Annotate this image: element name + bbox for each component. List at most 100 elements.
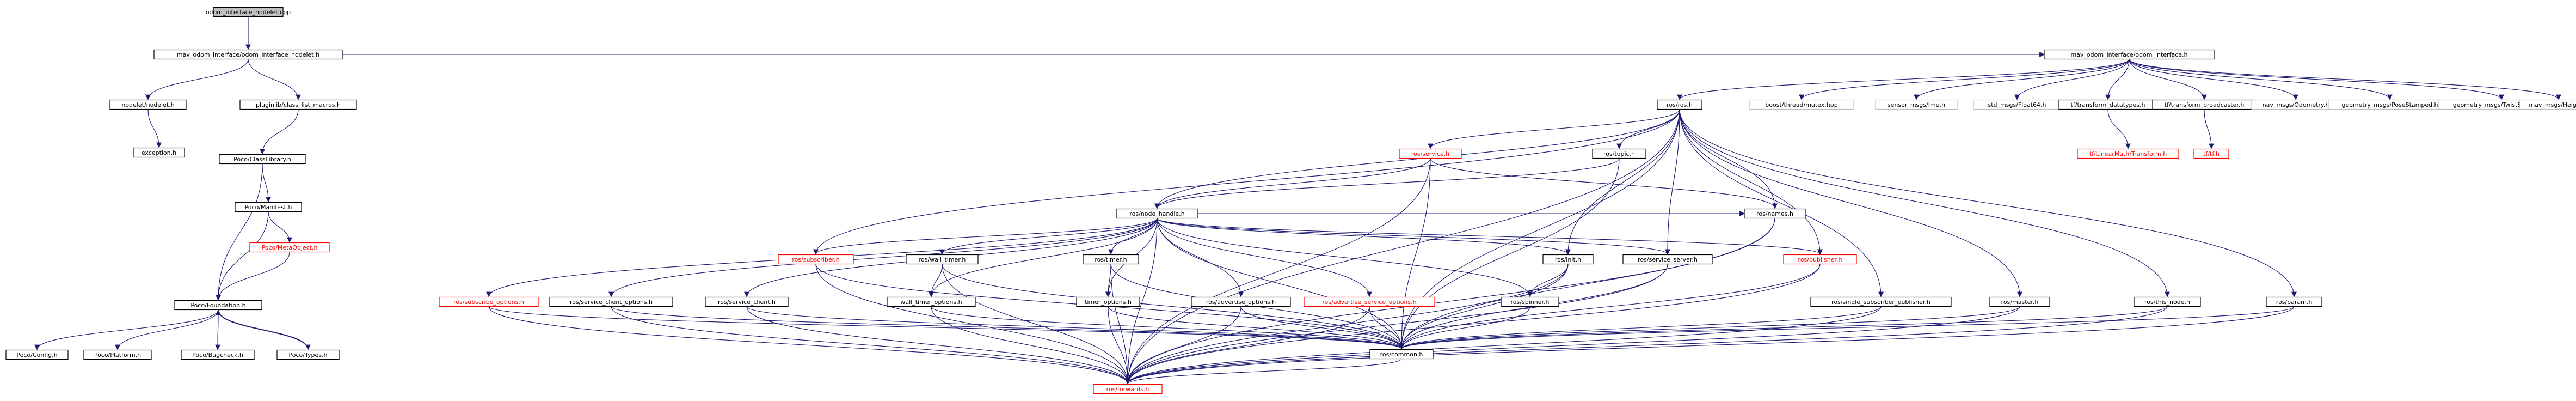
edge-ros-to-param: [1679, 109, 2297, 297]
node-label: wall_timer_options.h: [900, 299, 962, 306]
node-tfh[interactable]: tf/tf.h: [2193, 148, 2229, 159]
edge-mav_iface-to-twiststamped: [2129, 59, 2504, 100]
edge-srvclient-to-common: [746, 306, 1404, 350]
edge-mav_iface-to-tfbroad: [2129, 59, 2207, 100]
edge-mav_iface-to-posestamped: [2129, 59, 2393, 100]
edge-topic-to-common: [1399, 158, 1620, 350]
edge-advsrvopts-to-forwards: [1125, 306, 1370, 385]
edge-ros-to-names: [1679, 109, 1778, 209]
node-param[interactable]: ros/param.h: [2266, 296, 2322, 307]
edge-advopts-to-common: [1240, 306, 1404, 350]
edge-subopts-to-common: [488, 306, 1404, 350]
node-common[interactable]: ros/common.h: [1369, 349, 1434, 360]
edge-init-to-spinner: [1527, 264, 1569, 297]
node-classlib[interactable]: Poco/ClassLibrary.h: [219, 154, 306, 165]
node-box: [153, 49, 343, 60]
edge-service-to-names: [1430, 158, 1778, 209]
edge-classlib-to-manifest: [262, 163, 271, 203]
edge-ros-to-nodehandle: [1154, 109, 1680, 209]
node-config[interactable]: Poco/Config.h: [5, 349, 69, 360]
node-advopts[interactable]: ros/advertise_options.h: [1191, 296, 1291, 307]
edge-common-to-forwards: [1125, 359, 1402, 385]
node-topic[interactable]: ros/topic.h: [1592, 148, 1646, 159]
node-subopts[interactable]: ros/subscribe_options.h: [439, 296, 539, 307]
edge-names-to-forwards: [1125, 218, 1775, 385]
node-manifest[interactable]: Poco/Manifest.h: [235, 202, 302, 212]
node-master[interactable]: ros/master.h: [1989, 296, 2050, 307]
node-box: [1083, 254, 1139, 265]
node-tfdatatypes[interactable]: tf/transform_datatypes.h: [2058, 99, 2157, 110]
node-odometry[interactable]: nav_msgs/Odometry.h: [2251, 99, 2340, 110]
edge-init-to-common: [1399, 264, 1569, 350]
node-singlepub[interactable]: ros/single_subscriber_publisher.h: [1810, 296, 1952, 307]
node-mav_iface[interactable]: mav_odom_interface/odom_interface.h: [2044, 49, 2215, 60]
node-platform[interactable]: Poco/Platform.h: [83, 349, 152, 360]
node-box: [1783, 254, 1857, 265]
node-label: ros/spinner.h: [1511, 299, 1550, 306]
node-root[interactable]: odom_interface_nodelet.cpp: [206, 7, 291, 17]
node-box: [549, 296, 673, 307]
node-srvclient[interactable]: ros/service_client.h: [705, 296, 789, 307]
node-forwards[interactable]: ros/forwards.h: [1093, 384, 1163, 394]
edge-service-to-common: [1399, 158, 1431, 350]
edge-ros-to-service: [1428, 109, 1680, 149]
node-label: ros/node_handle.h: [1129, 210, 1184, 217]
node-box: [1116, 208, 1198, 219]
node-walltimer[interactable]: ros/wall_timer.h: [906, 254, 979, 265]
node-advsrvopts[interactable]: ros/advertise_service_options.h: [1304, 296, 1435, 307]
node-timeropts[interactable]: timer_options.h: [1076, 296, 1140, 307]
node-exception[interactable]: exception.h: [133, 147, 185, 158]
edge-srvclient-to-forwards: [746, 306, 1130, 385]
node-srvclientopts[interactable]: ros/service_client_options.h: [549, 296, 673, 307]
node-walltimeropts[interactable]: wall_timer_options.h: [887, 296, 976, 307]
node-label: Poco/Types.h: [289, 351, 328, 359]
node-label: odom_interface_nodelet.cpp: [206, 9, 291, 16]
edge-service-to-nodehandle: [1154, 158, 1431, 209]
edge-timer-to-timeropts: [1105, 264, 1111, 297]
node-posestamped[interactable]: geometry_msgs/PoseStamped.h: [2328, 99, 2452, 110]
node-label: ros/timer.h: [1095, 256, 1127, 263]
node-timer[interactable]: ros/timer.h: [1083, 254, 1139, 265]
node-subscriber[interactable]: ros/subscriber.h: [778, 254, 854, 265]
node-box: [5, 349, 69, 360]
node-init[interactable]: ros/init.h: [1542, 254, 1594, 265]
node-box: [1399, 148, 1462, 159]
node-mav_nodelet[interactable]: mav_odom_interface/odom_interface_nodele…: [153, 49, 343, 60]
node-tfbroad[interactable]: tf/transform_broadcaster.h: [2152, 99, 2257, 110]
node-bugcheck[interactable]: Poco/Bugcheck.h: [181, 349, 255, 360]
node-names[interactable]: ros/names.h: [1744, 208, 1806, 219]
node-box: [2266, 296, 2322, 307]
node-foundation[interactable]: Poco/Foundation.h: [174, 300, 262, 311]
node-boostmutex[interactable]: boost/thread/mutex.hpp: [1749, 99, 1854, 110]
edge-ros-to-common: [1399, 109, 1680, 350]
node-label: ros/master.h: [2001, 299, 2039, 306]
node-spinner[interactable]: ros/spinner.h: [1501, 296, 1559, 307]
node-nodehandle[interactable]: ros/node_handle.h: [1116, 208, 1198, 219]
node-lineartf[interactable]: tf/LinearMath/Transform.h: [2077, 148, 2179, 159]
node-height[interactable]: mav_msgs/Height.h: [2519, 99, 2576, 110]
node-label: ros/param.h: [2276, 299, 2313, 306]
node-label: mav_msgs/Height.h: [2529, 101, 2576, 108]
edge-srvclientopts-to-common: [611, 306, 1404, 350]
edges-layer: [34, 16, 2561, 385]
edge-types-to-foundation: [216, 309, 309, 350]
edge-classlib-to-foundation: [216, 163, 263, 301]
node-box: [1744, 208, 1806, 219]
node-nodelet[interactable]: nodelet/nodelet.h: [109, 99, 187, 110]
node-imu[interactable]: sensor_msgs/Imu.h: [1875, 99, 1958, 110]
node-metaobject[interactable]: Poco/MetaObject.h: [249, 242, 330, 253]
edge-advopts-to-forwards: [1125, 306, 1241, 385]
node-box: [2077, 148, 2179, 159]
node-types[interactable]: Poco/Types.h: [276, 349, 340, 360]
edge-mav_iface-to-tfdatatypes: [2105, 59, 2130, 100]
node-service[interactable]: ros/service.h: [1399, 148, 1462, 159]
node-thisnode[interactable]: ros/this_node.h: [2134, 296, 2201, 307]
edge-srvclientopts-to-forwards: [611, 306, 1130, 385]
node-ros[interactable]: ros/ros.h: [1657, 99, 1702, 110]
node-srvserver[interactable]: ros/service_server.h: [1622, 254, 1713, 265]
node-pluginlib[interactable]: pluginlib/class_list_macros.h: [239, 99, 357, 110]
edge-subscriber-to-forwards: [815, 264, 1130, 385]
node-float64[interactable]: std_msgs/Float64.h: [1973, 99, 2061, 110]
node-box: [1191, 296, 1291, 307]
node-publisher[interactable]: ros/publisher.h: [1783, 254, 1857, 265]
